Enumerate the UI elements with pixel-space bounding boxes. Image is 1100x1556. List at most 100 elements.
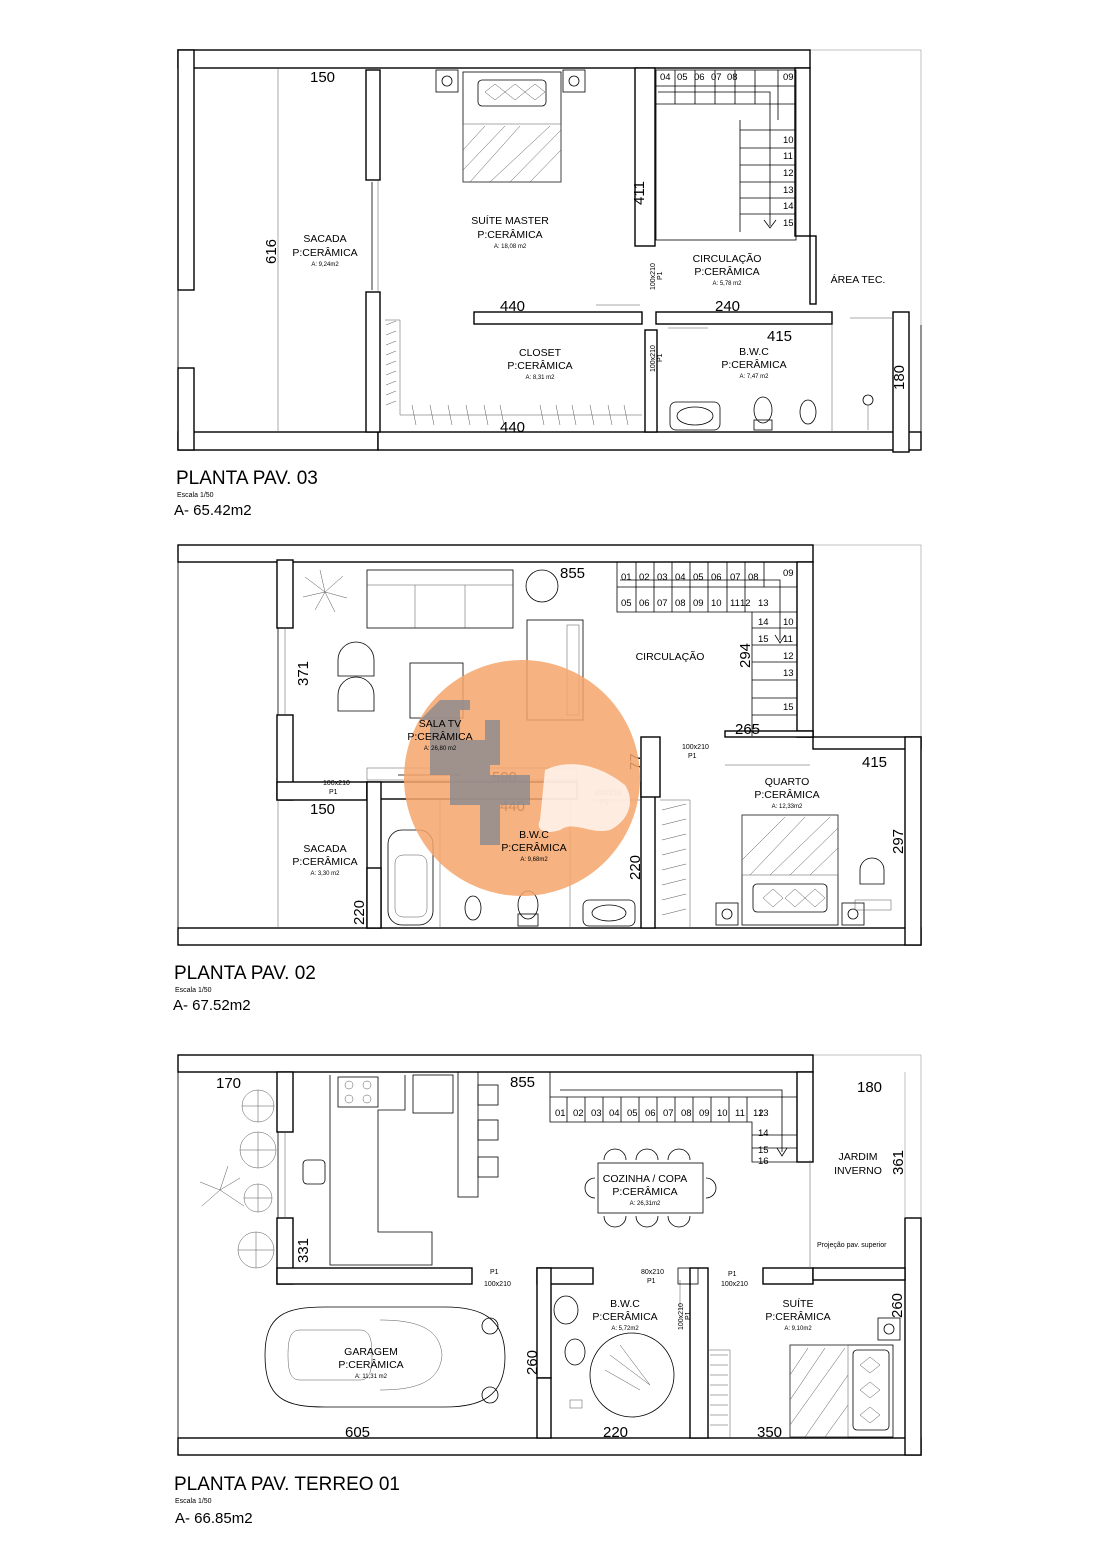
plan-scale-terreo: Escala 1/50 — [175, 1498, 212, 1505]
svg-text:06: 06 — [645, 1108, 656, 1119]
stairs-pav03: 04 05 06 07 08 09 10 11 12 13 14 15 — [655, 69, 797, 241]
room-label-garagem: GARAGEM P:CERÂMICA A: 11,31 m2 — [338, 1346, 403, 1380]
plan-pav-03: 04 05 06 07 08 09 10 11 12 13 14 15 — [174, 49, 922, 519]
svg-text:04: 04 — [675, 572, 686, 583]
room-label-suite-master: SUÍTE MASTER P:CERÂMICA A: 18,08 m2 — [471, 214, 549, 250]
svg-text:P1: P1 — [728, 1271, 737, 1278]
svg-text:05: 05 — [621, 598, 632, 609]
svg-text:265: 265 — [735, 721, 760, 738]
svg-text:240: 240 — [715, 298, 740, 315]
svg-text:A: 26,80 m2: A: 26,80 m2 — [424, 746, 457, 752]
svg-text:220: 220 — [351, 900, 368, 925]
svg-text:A: 3,30 m2: A: 3,30 m2 — [310, 871, 340, 877]
svg-text:08: 08 — [748, 572, 759, 583]
svg-text:12: 12 — [740, 598, 751, 609]
plan-scale-03: Escala 1/50 — [177, 492, 214, 499]
bed-pav03 — [435, 69, 586, 183]
svg-text:P:CERÂMICA: P:CERÂMICA — [754, 788, 819, 801]
svg-text:12: 12 — [783, 651, 794, 662]
svg-text:13: 13 — [783, 668, 794, 679]
svg-text:05: 05 — [693, 572, 704, 583]
svg-text:A: 8,31 m2: A: 8,31 m2 — [525, 375, 555, 381]
room-label-area-tec: ÁREA TEC. — [831, 273, 886, 286]
svg-text:440: 440 — [500, 419, 525, 436]
plan-area-terreo: A- 66.85m2 — [175, 1510, 253, 1527]
svg-text:P:CERÂMICA: P:CERÂMICA — [292, 855, 357, 868]
svg-text:180: 180 — [891, 365, 908, 390]
svg-text:10: 10 — [783, 135, 794, 146]
svg-text:150: 150 — [310, 801, 335, 818]
dim-150: 150 — [310, 69, 335, 86]
svg-text:A: 9,10m2: A: 9,10m2 — [784, 1326, 812, 1332]
svg-text:11: 11 — [783, 634, 793, 645]
svg-text:P:CERÂMICA: P:CERÂMICA — [612, 1185, 677, 1198]
room-label-bwc-terreo: B.W.C P:CERÂMICA A: 5,72m2 — [592, 1298, 657, 1332]
dim-411: 411 — [631, 181, 648, 205]
svg-text:06: 06 — [711, 572, 722, 583]
svg-text:180: 180 — [857, 1079, 882, 1096]
plan-area-03: A- 65.42m2 — [174, 502, 252, 519]
room-label-circulacao-03: CIRCULAÇÃO P:CERÂMICA A: 5,78 m2 — [693, 252, 762, 287]
svg-text:15: 15 — [783, 218, 794, 229]
svg-text:07: 07 — [663, 1108, 674, 1119]
room-label-bwc-03: B.W.C P:CERÂMICA A: 7,47 m2 — [721, 346, 786, 380]
svg-text:05: 05 — [677, 72, 688, 83]
svg-text:A: 7,47 m2: A: 7,47 m2 — [739, 374, 769, 380]
svg-text:220: 220 — [627, 855, 644, 880]
svg-text:P:CERÂMICA: P:CERÂMICA — [721, 358, 786, 371]
svg-text:16: 16 — [758, 1156, 769, 1167]
svg-text:CLOSET: CLOSET — [519, 347, 562, 359]
closet-racks — [385, 319, 642, 426]
watermark-logo — [404, 660, 640, 896]
svg-text:100x210: 100x210 — [721, 1281, 748, 1288]
svg-text:A: 9,24m2: A: 9,24m2 — [311, 262, 339, 268]
svg-text:A: 5,78 m2: A: 5,78 m2 — [712, 281, 742, 287]
svg-text:01: 01 — [555, 1108, 566, 1119]
svg-text:170: 170 — [216, 1075, 241, 1092]
svg-text:14: 14 — [783, 201, 794, 212]
svg-text:P:CERÂMICA: P:CERÂMICA — [501, 841, 566, 854]
svg-text:P1: P1 — [329, 789, 338, 796]
svg-text:SALA TV: SALA TV — [419, 718, 461, 730]
svg-text:P:CERÂMICA: P:CERÂMICA — [507, 359, 572, 372]
svg-text:JARDIM: JARDIM — [838, 1151, 877, 1163]
plan-title-02: PLANTA PAV. 02 — [174, 963, 316, 984]
label-projecao: Projeção pav. superior — [817, 1242, 887, 1249]
svg-text:10: 10 — [711, 598, 722, 609]
svg-text:P:CERÂMICA: P:CERÂMICA — [292, 246, 357, 259]
svg-text:P1: P1 — [657, 271, 664, 280]
bwc-fixtures-terreo — [553, 1280, 681, 1418]
svg-text:B.W.C: B.W.C — [610, 1298, 640, 1310]
svg-text:06: 06 — [639, 598, 650, 609]
plan-title-03: PLANTA PAV. 03 — [176, 468, 318, 489]
svg-text:440: 440 — [500, 298, 525, 315]
svg-text:01: 01 — [621, 572, 632, 583]
svg-text:13: 13 — [783, 185, 794, 196]
svg-text:11: 11 — [783, 151, 793, 162]
svg-text:100x210: 100x210 — [682, 744, 709, 751]
svg-text:SUÍTE: SUÍTE — [783, 1297, 814, 1310]
bedroom-furniture-pav02 — [660, 764, 892, 928]
svg-text:331: 331 — [295, 1238, 312, 1263]
svg-text:08: 08 — [675, 598, 686, 609]
room-label-quarto: QUARTO P:CERÂMICA A: 12,33m2 — [754, 776, 819, 810]
plan-title-terreo: PLANTA PAV. TERREO 01 — [174, 1474, 400, 1495]
stairs-terreo: 01 02 03 04 05 06 07 08 09 10 11 12 13 1… — [549, 1072, 797, 1167]
stairs-pav02: 01 02 03 04 05 06 07 08 09 05 06 07 08 0… — [616, 561, 797, 736]
svg-text:09: 09 — [783, 72, 794, 83]
svg-text:12: 12 — [753, 1108, 764, 1119]
svg-text:09: 09 — [783, 568, 794, 579]
svg-text:P:CERÂMICA: P:CERÂMICA — [338, 1358, 403, 1371]
svg-text:04: 04 — [609, 1108, 620, 1119]
dim-616: 616 — [263, 239, 280, 264]
svg-text:15: 15 — [758, 1145, 769, 1156]
room-label-jardim: JARDIM INVERNO — [834, 1151, 882, 1177]
garage-car — [264, 1306, 506, 1408]
svg-text:P:CERÂMICA: P:CERÂMICA — [694, 265, 759, 278]
svg-text:14: 14 — [758, 1128, 769, 1139]
svg-text:80x210: 80x210 — [641, 1269, 664, 1276]
svg-text:QUARTO: QUARTO — [765, 776, 810, 788]
svg-text:415: 415 — [767, 328, 792, 345]
svg-text:09: 09 — [693, 598, 704, 609]
